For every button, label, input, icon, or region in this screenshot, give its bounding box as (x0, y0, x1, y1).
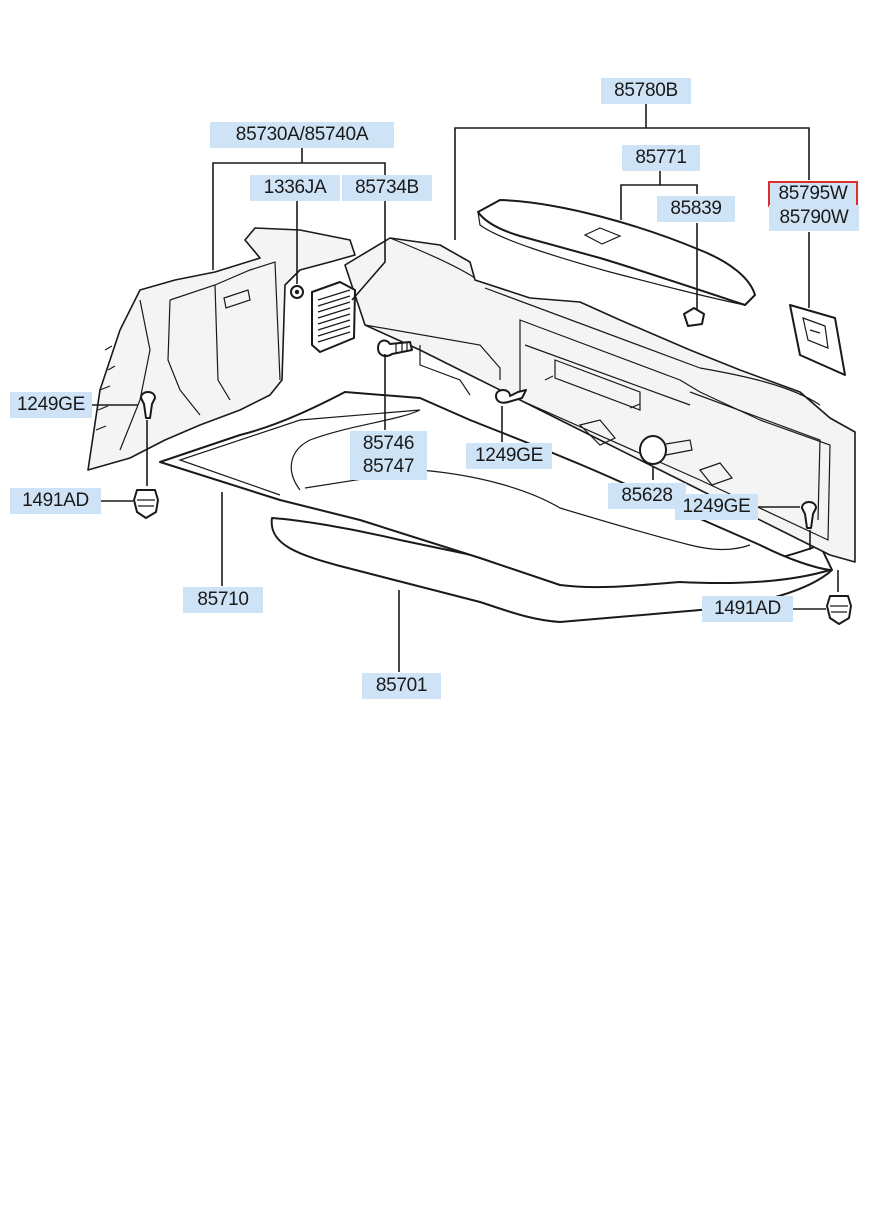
side-trim-slots (95, 289, 251, 431)
part-label-1249GE-center[interactable]: 1249GE (466, 443, 552, 469)
screw-1249GE-left (140, 391, 156, 419)
back-panel-top-ridge (389, 237, 821, 406)
part-label-85795W[interactable]: 85795W (768, 181, 858, 207)
label-plate-detail (802, 317, 829, 349)
floor-inner-cut (304, 469, 751, 551)
back-panel-recess-2 (524, 344, 821, 521)
side-trim-inner (119, 261, 281, 451)
screw-85746 (377, 339, 413, 357)
part-label-85839[interactable]: 85839 (657, 196, 735, 222)
floor-inner-outline (178, 409, 421, 496)
back-panel-clips (544, 375, 733, 486)
label-plate-85795W (789, 304, 846, 376)
plug-85628-stem (665, 439, 693, 456)
part-label-85734B[interactable]: 85734B (342, 175, 432, 201)
grille-slats (317, 289, 351, 343)
part-label-85710[interactable]: 85710 (183, 587, 263, 613)
part-label-1491AD-right[interactable]: 1491AD (702, 596, 793, 622)
screw-1249GE-right (801, 501, 817, 529)
trunk-mat-85701 (270, 517, 833, 623)
part-label-1336JA[interactable]: 1336JA (250, 175, 340, 201)
part-label-85746[interactable]: 85746 (350, 431, 427, 457)
part-label-85701[interactable]: 85701 (362, 673, 441, 699)
fastener-1336JA-center (294, 289, 300, 295)
leader-lines (92, 103, 839, 672)
rear-shelf-tab (583, 227, 622, 245)
rear-shelf-85771 (477, 199, 756, 306)
clip-85839 (683, 307, 705, 327)
part-label-85790W[interactable]: 85790W (769, 205, 859, 231)
part-label-1249GE-right[interactable]: 1249GE (675, 494, 758, 520)
clip-1491AD-left-ribs (137, 499, 155, 507)
plug-85628 (639, 435, 667, 465)
part-label-1249GE-left[interactable]: 1249GE (10, 392, 92, 418)
part-label-85780B[interactable]: 85780B (601, 78, 691, 104)
part-label-85771[interactable]: 85771 (622, 145, 700, 171)
part-label-1491AD-left[interactable]: 1491AD (10, 488, 101, 514)
clip-1491AD-right (826, 595, 852, 625)
clip-1491AD-left (133, 489, 159, 519)
back-panel-left-flange (364, 324, 501, 396)
side-trim-85730A (87, 227, 356, 471)
screw-1249GE-center (495, 389, 527, 404)
rear-shelf-edge (477, 211, 746, 306)
clip-1491AD-right-ribs (830, 605, 848, 613)
part-label-85747[interactable]: 85747 (350, 454, 427, 480)
screw-85746-thread (395, 342, 408, 353)
part-label-85730A-85740A[interactable]: 85730A/85740A (210, 122, 394, 148)
part-label-85628[interactable]: 85628 (608, 483, 686, 509)
back-panel-recess (519, 319, 831, 541)
